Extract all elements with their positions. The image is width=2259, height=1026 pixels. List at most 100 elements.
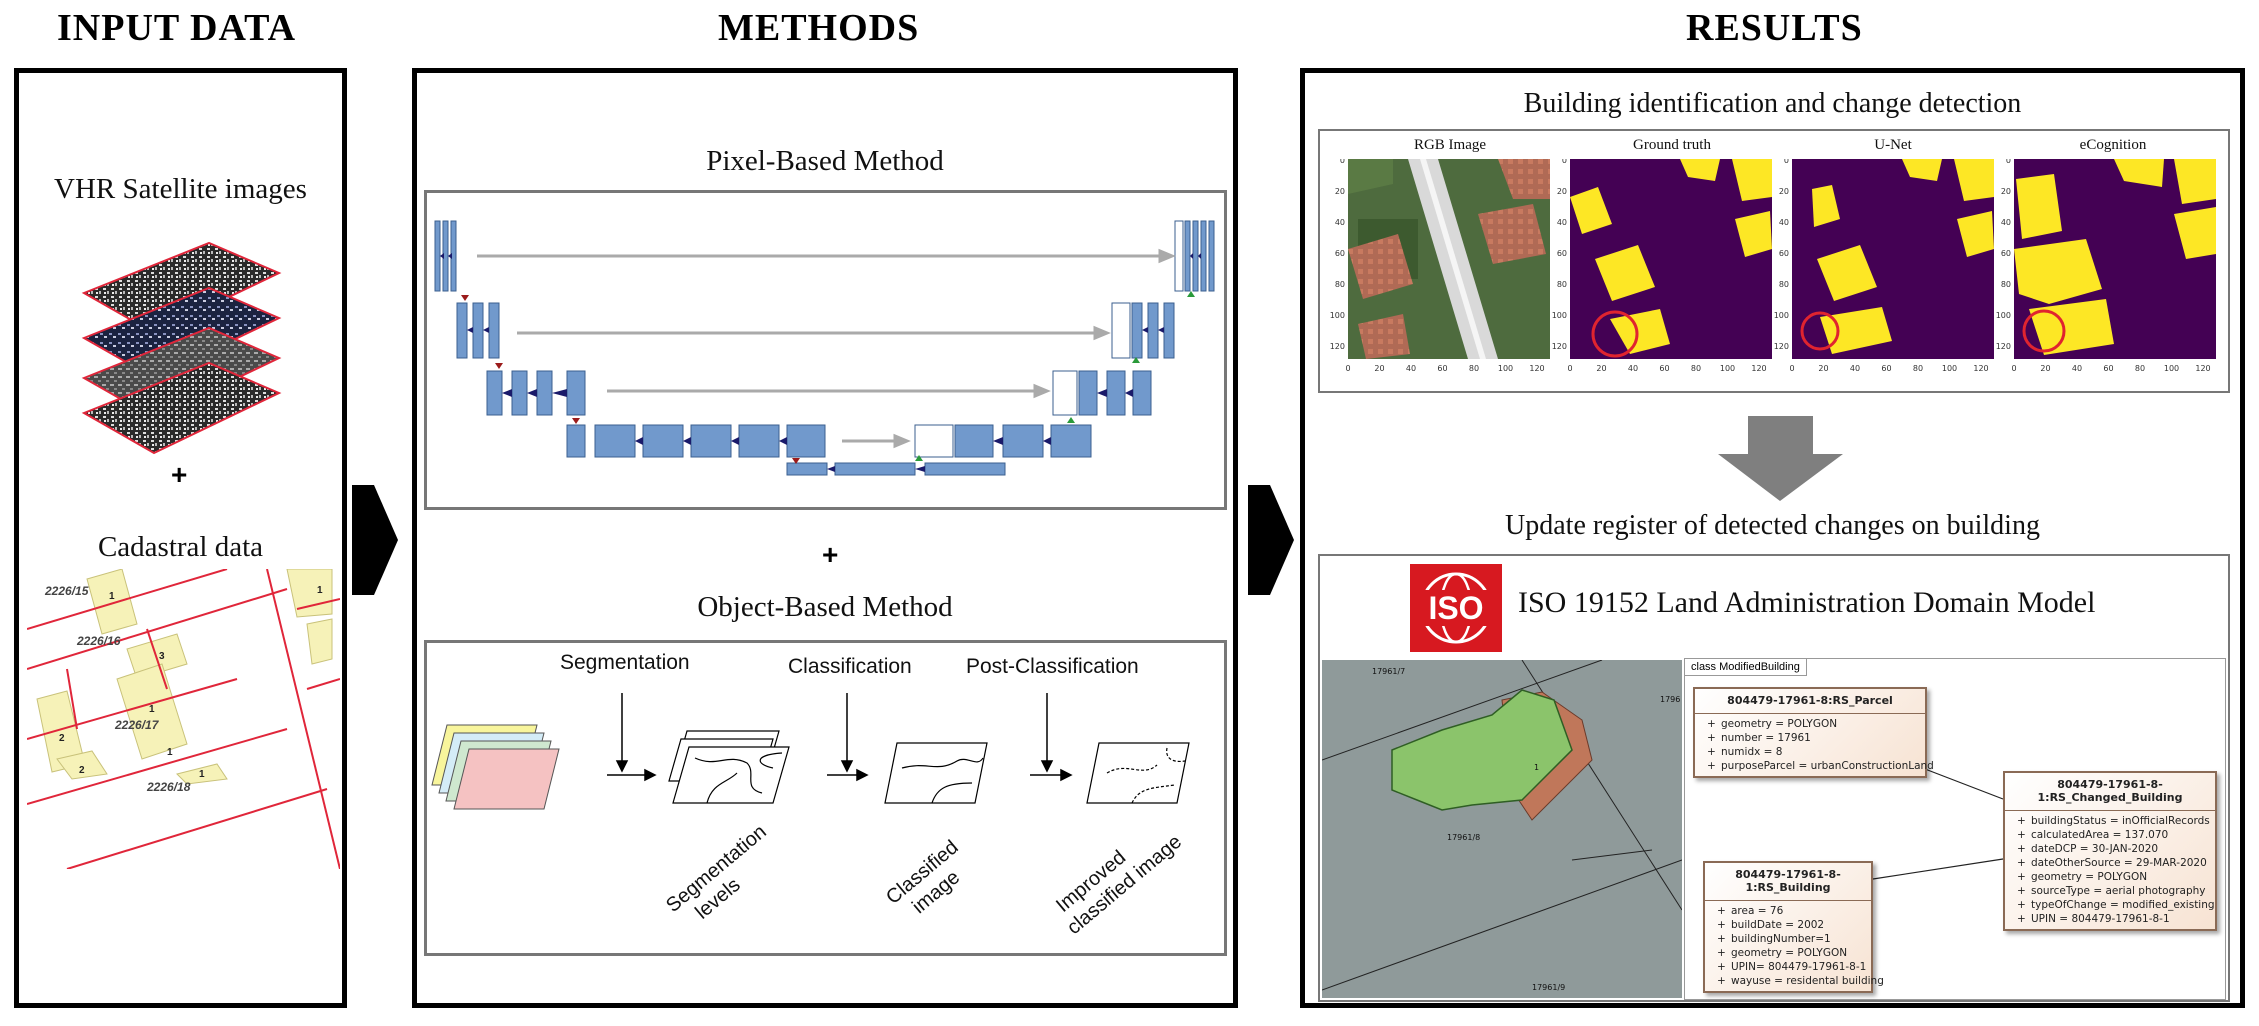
output-improved-classified-image: Improvedclassified image — [1047, 812, 1186, 939]
parcel-label: 2226/18 — [146, 780, 191, 794]
y-tick-label: 80 — [1779, 280, 1789, 289]
unet-block — [472, 302, 484, 359]
up-arrow — [1187, 291, 1195, 297]
up-arrow — [1067, 417, 1075, 423]
y-tick-label: 100 — [1552, 311, 1567, 320]
down-arrow — [572, 418, 580, 424]
conv-arrow — [448, 253, 452, 259]
unet-block — [786, 462, 828, 476]
parcel-boundary — [146, 628, 168, 690]
y-tick-label: 80 — [1335, 280, 1345, 289]
panel-caption: RGB Image — [1413, 137, 1487, 153]
object-method-title: Object-Based Method — [697, 591, 953, 623]
x-tick-label: 80 — [2135, 364, 2145, 373]
uml-attribute: purposeParcel = urbanConstructionLand — [1695, 759, 1934, 773]
road-marking — [1420, 159, 1486, 359]
header-methods: METHODS — [718, 7, 920, 49]
roof — [1498, 159, 1550, 199]
x-tick-label: 60 — [1881, 364, 1891, 373]
roof — [1478, 204, 1546, 264]
satellite-label: VHR Satellite images — [54, 173, 307, 205]
conv-arrow — [683, 437, 691, 445]
uml-attribute: dateDCP = 30-JAN-2020 — [2005, 842, 2215, 856]
unet-block — [924, 462, 1006, 476]
x-tick-label: 20 — [1596, 364, 1606, 373]
unet-block — [566, 370, 586, 416]
x-tick-label: 20 — [1818, 364, 1828, 373]
map-label: 17961/8 — [1447, 833, 1480, 842]
unet-block — [536, 370, 553, 416]
unet-block — [954, 424, 994, 458]
x-tick-label: 20 — [1374, 364, 1384, 373]
parcel-boundary — [296, 598, 340, 610]
building-number: 2 — [59, 733, 65, 744]
x-tick-label: 80 — [1913, 364, 1923, 373]
y-tick-label: 120 — [1552, 342, 1567, 351]
building-footprint — [306, 618, 333, 665]
iso-logo-text: ISO — [1410, 590, 1502, 626]
conv-arrow — [915, 466, 925, 472]
y-tick-label: 60 — [1335, 249, 1345, 258]
parcel-boundary — [306, 678, 340, 690]
building-mask — [1735, 211, 1772, 257]
conv-arrow — [1097, 389, 1107, 397]
conv-arrow — [1043, 437, 1051, 445]
y-tick-label: 0 — [1784, 159, 1789, 165]
unet-block — [511, 370, 528, 416]
unet-block — [1208, 220, 1215, 292]
rgb-image — [1348, 159, 1550, 359]
unet-block — [566, 424, 586, 458]
input-plus: + — [171, 459, 188, 490]
step-post-classification: Post-Classification — [966, 655, 1139, 678]
change-circle — [2022, 309, 2066, 353]
unet-copy-block — [1174, 220, 1184, 292]
building-polygon — [1391, 689, 1573, 811]
uml-attribute: sourceType = aerial photography — [2005, 884, 2215, 898]
building-mask — [1570, 187, 1612, 234]
x-tick-label: 60 — [2103, 364, 2113, 373]
satellite-layer-4 — [81, 361, 282, 455]
uml-attribute: buildingNumber=1 — [1705, 932, 1871, 946]
classified-image — [884, 742, 988, 804]
arrow-right-icon — [352, 485, 398, 595]
building-mask — [2114, 159, 2164, 187]
unet-block — [1184, 220, 1191, 292]
up-arrow — [1132, 357, 1140, 363]
building-footprint — [86, 569, 138, 635]
unet-block — [486, 370, 503, 416]
y-tick-label: 40 — [2001, 218, 2011, 227]
x-tick-label: 60 — [1659, 364, 1669, 373]
building-mask — [2174, 159, 2216, 204]
building-mask — [1902, 159, 1942, 181]
building-mask — [2174, 207, 2216, 259]
x-tick-label: 100 — [1942, 364, 1957, 373]
y-tick-label: 80 — [2001, 280, 2011, 289]
unet-block — [488, 302, 500, 359]
parcel-boundary — [266, 569, 340, 869]
conv-arrow — [440, 253, 444, 259]
parcel-boundary — [27, 588, 288, 670]
x-tick-label: 40 — [1850, 364, 1860, 373]
y-tick-label: 20 — [2001, 187, 2011, 196]
ladm-box: ISO ISO 19152 Land Administration Domain… — [1318, 554, 2230, 1002]
unet-block — [1147, 302, 1159, 359]
results-panel: Building identification and change detec… — [1300, 68, 2245, 1008]
unet-diagram-box — [424, 190, 1227, 510]
unet-block — [456, 302, 468, 359]
conv-arrow — [1190, 253, 1193, 259]
roof — [1358, 314, 1410, 359]
building-number: 1 — [317, 585, 323, 596]
uml-attribute: geometry = POLYGON — [1695, 717, 1925, 731]
x-tick-label: 120 — [1529, 364, 1544, 373]
change-circle — [1591, 310, 1639, 358]
uml-attribute: typeOfChange = modified_existing — [2005, 898, 2215, 912]
uml-class-name: 804479-17961-8:RS_Parcel — [1695, 689, 1925, 714]
x-tick-label: 120 — [1973, 364, 1988, 373]
building-footprint — [116, 663, 188, 760]
unet-block — [1132, 370, 1152, 416]
panel-caption: U-Net — [1874, 137, 1912, 153]
down-arrow — [495, 363, 503, 369]
conv-arrow — [1158, 327, 1164, 333]
conv-arrow — [502, 389, 512, 397]
